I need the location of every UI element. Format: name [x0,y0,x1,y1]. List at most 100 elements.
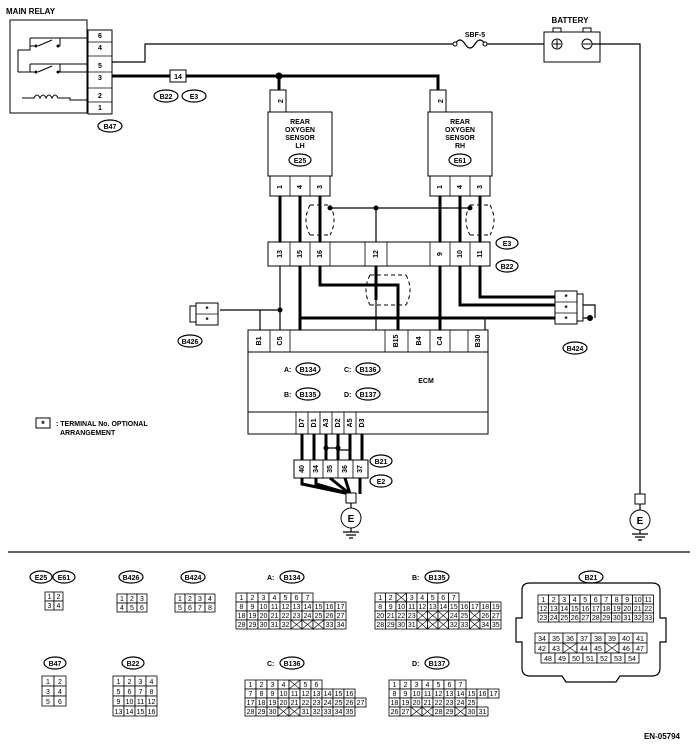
empty-cavity [427,610,439,621]
terminal-number: 10 [280,691,288,698]
terminal-number: 7 [306,595,310,602]
ecm-conn-val: B136 [360,367,377,374]
legend-text: ARRANGEMENT [60,430,116,437]
gnd-pin: 36 [342,465,349,473]
face-tag: B21 [585,575,598,582]
terminal-number: 17 [471,604,479,611]
sensor-lh-text: OXYGEN [285,127,315,134]
terminal-number: 21 [387,613,395,620]
terminal-number: 6 [58,699,62,706]
terminal-number: 13 [313,691,321,698]
terminal-number: 33 [644,615,652,622]
terminal-number: 5 [130,605,134,612]
terminal-number: 21 [424,700,432,707]
gnd-tag: E2 [377,479,386,486]
empty-cavity [301,619,314,630]
terminal-number: 31 [623,615,631,622]
terminal-number: 1 [178,596,182,603]
terminal-number: 33 [326,622,334,629]
terminal-number: 21 [271,613,279,620]
joint-pin: 9 [437,252,444,256]
terminal-number: 7 [249,691,253,698]
empty-cavity [562,642,578,654]
terminal-cell [354,697,367,708]
empty-cavity [437,610,449,621]
legend-star: * [41,419,45,429]
terminal-cell [136,602,148,613]
terminal-number: 22 [435,700,443,707]
terminal-number: 5 [178,605,182,612]
terminal-number: 47 [636,646,644,653]
terminal-number: 31 [408,622,416,629]
terminal-number: 1 [48,594,52,601]
terminal-number: 18 [391,700,399,707]
terminal-number: 37 [580,636,588,643]
terminal-number: 25 [315,613,323,620]
b426-pin: * [205,316,209,325]
sensor-lh-top-pin: 2 [278,99,285,103]
ecm-conn-key: B: [284,392,291,399]
terminal-number: 19 [269,700,277,707]
terminal-number: 27 [402,709,410,716]
sensor-rh-text: RH [455,143,465,150]
terminal-number: 12 [418,604,426,611]
connector-b424: * * * B424 [554,290,588,355]
legend-text: : TERMINAL No. OPTIONAL [56,421,148,428]
terminal-number: 2 [260,682,264,689]
wires-sensors-to-joint [278,196,482,242]
b426-pin: * [205,305,209,314]
terminal-number: 7 [139,689,143,696]
ecm-bottom-pin: D3 [359,418,366,427]
terminal-number: 10 [260,604,268,611]
terminal-number: 1 [541,597,545,604]
terminal-number: 17 [490,691,498,698]
joint-pin: 16 [317,250,324,258]
terminal-cell [490,619,502,630]
fuse-label: SBF-5 [465,32,485,39]
sensor-lh-pin: 4 [297,185,304,189]
empty-cavity [604,642,620,654]
gnd-pin: 34 [313,465,320,473]
gnd-pin: 37 [357,465,364,473]
terminal-number: 30 [397,622,405,629]
wire-power-to-sensors [186,74,440,90]
terminal-number: 4 [58,689,62,696]
terminal-number: 9 [251,604,255,611]
empty-cavity [395,592,407,603]
relay-connector-label: B47 [104,124,117,131]
terminal-cell [53,695,67,707]
terminal-number: 46 [622,646,630,653]
main-relay-body [9,19,88,114]
terminal-number: 3 [139,679,143,686]
empty-cavity [290,619,303,630]
joint-connector: 13 15 16 12 9 10 11 E3 B22 [267,236,519,273]
terminal-number: 32 [450,622,458,629]
terminal-number: 1 [378,595,382,602]
terminal-number: 24 [457,700,465,707]
terminal-number: 2 [552,597,556,604]
terminal-number: 16 [460,604,468,611]
terminal-number: 28 [247,709,255,716]
terminal-number: 17 [337,604,345,611]
terminal-number: 35 [492,622,500,629]
terminal-number: 5 [431,595,435,602]
terminal-number: 21 [291,700,299,707]
terminal-number: 32 [634,615,642,622]
terminal-number: 16 [346,691,354,698]
ecm-bottom-pin: D7 [299,418,306,427]
terminal-number: 6 [441,595,445,602]
terminal-number: 20 [413,700,421,707]
terminal-number: 30 [269,709,277,716]
relay-pin: 4 [98,45,102,52]
ecm-conn-val: B134 [300,367,317,374]
wires-ecm-to-ground [300,434,364,460]
terminal-number: 13 [550,606,558,613]
empty-cavity [288,679,301,690]
terminal-number: 20 [280,700,288,707]
terminal-number: 19 [402,700,410,707]
face-prefix: D: [412,661,419,668]
terminal-number: 5 [284,595,288,602]
